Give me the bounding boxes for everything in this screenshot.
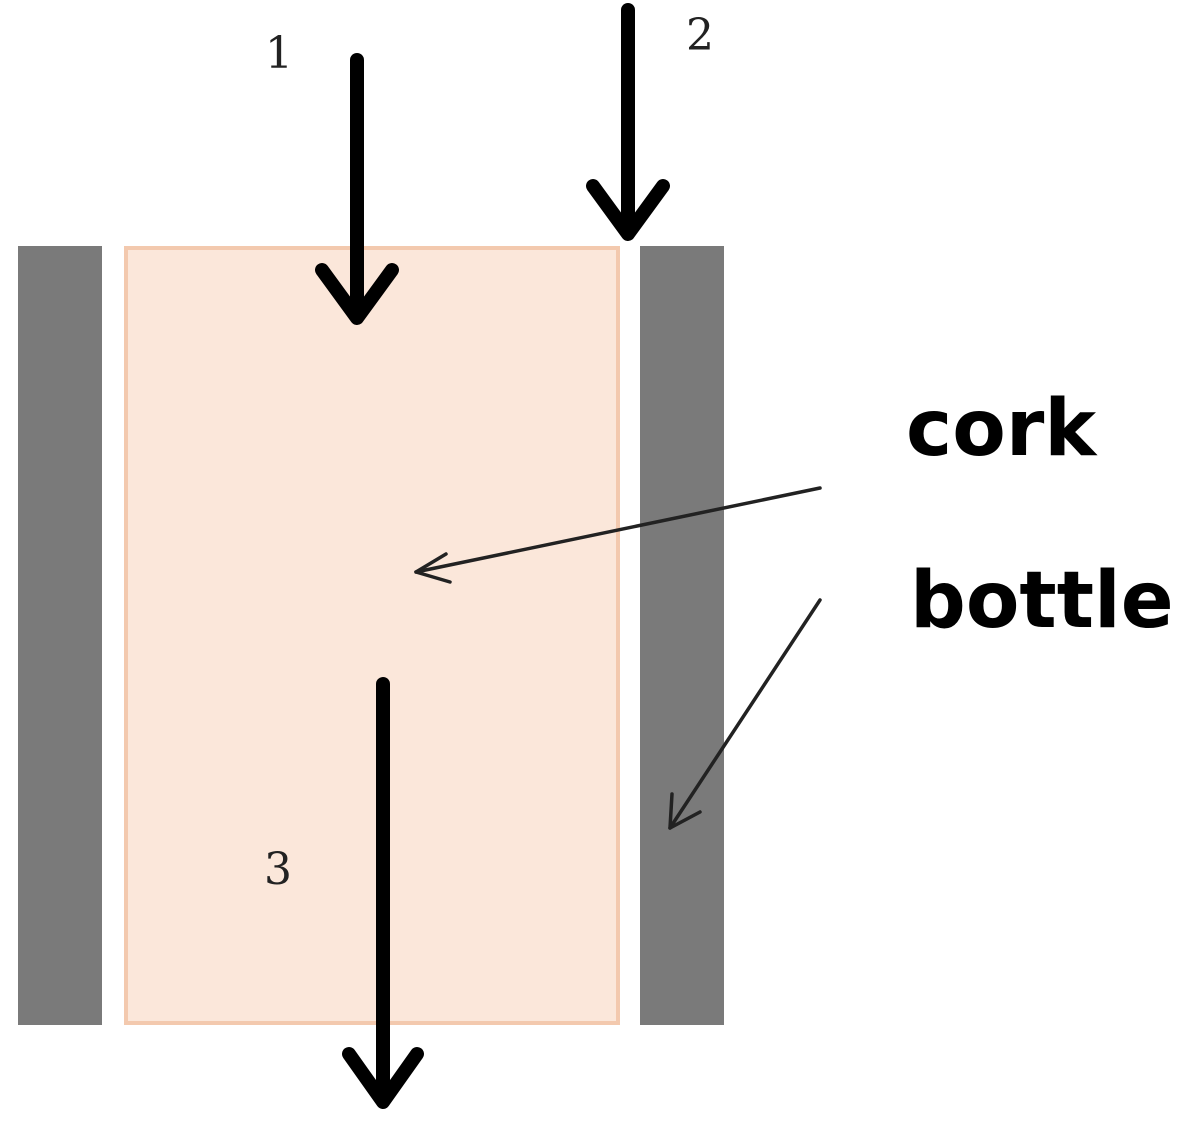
bottle-wall-left — [18, 246, 102, 1025]
arrow-3-label: 3 — [264, 844, 292, 895]
cork-body — [124, 246, 620, 1025]
force-arrow-3 — [342, 677, 424, 1109]
arrow-2-label: 2 — [686, 10, 714, 61]
bottle-pointer-arrow — [668, 598, 822, 830]
arrow-1-label: 1 — [265, 28, 293, 79]
cork-label: cork — [906, 384, 1098, 474]
force-arrow-2 — [586, 3, 670, 241]
force-arrow-1 — [315, 53, 399, 325]
bottle-wall-right — [640, 246, 724, 1025]
bottle-label: bottle — [910, 556, 1174, 646]
cork-pointer-arrow — [414, 486, 822, 584]
